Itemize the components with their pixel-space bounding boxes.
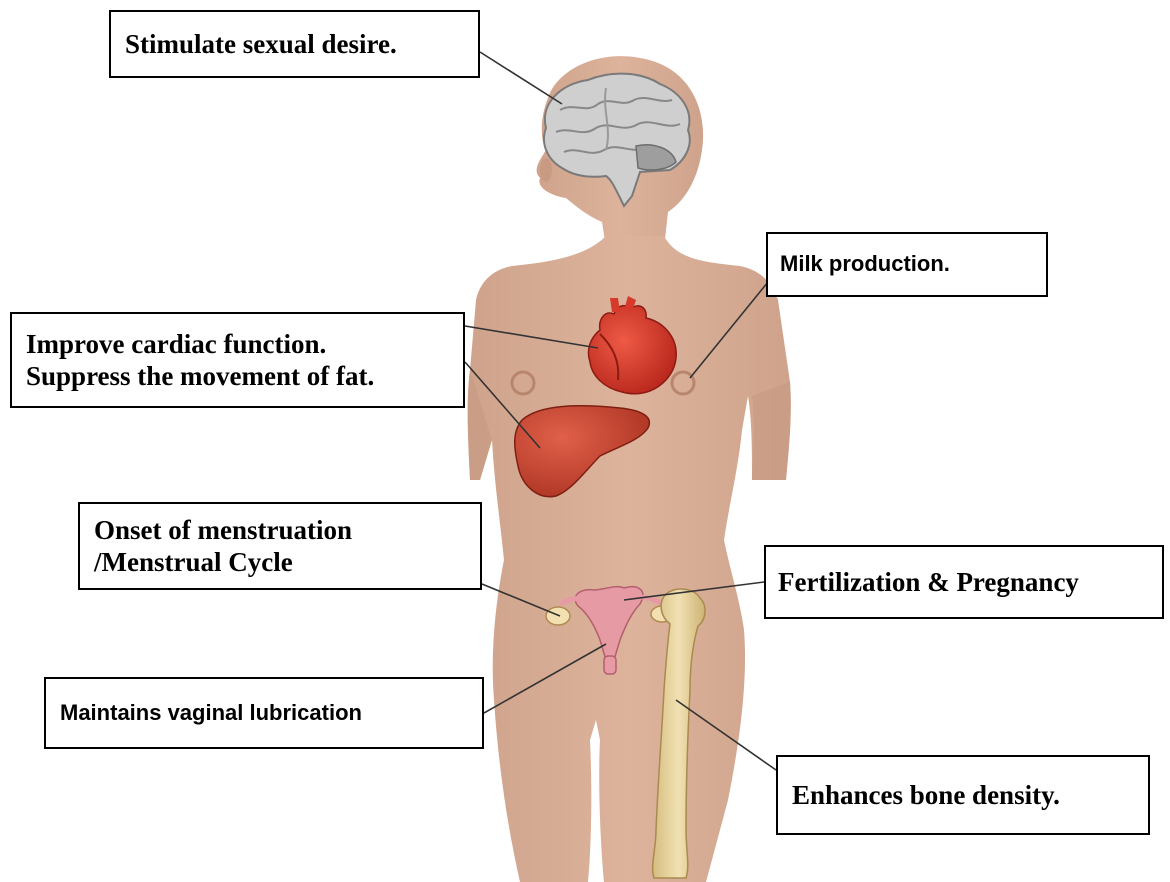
label-ovary-line1: Onset of menstruation <box>94 514 352 546</box>
label-ovary: Onset of menstruation /Menstrual Cycle <box>78 502 482 590</box>
cervix-shape <box>604 656 616 674</box>
label-ovary-line2: /Menstrual Cycle <box>94 546 293 578</box>
label-uterus-text: Fertilization & Pregnancy <box>778 566 1079 598</box>
label-heart-line2: Suppress the movement of fat. <box>26 360 374 392</box>
label-vagina-text: Maintains vaginal lubrication <box>60 700 362 726</box>
label-heart: Improve cardiac function. Suppress the m… <box>10 312 465 408</box>
label-brain-text: Stimulate sexual desire. <box>125 28 397 60</box>
label-vagina: Maintains vaginal lubrication <box>44 677 484 749</box>
label-breast: Milk production. <box>766 232 1048 297</box>
label-heart-line1: Improve cardiac function. <box>26 328 326 360</box>
label-bone: Enhances bone density. <box>776 755 1150 835</box>
leader-line-brain <box>480 52 562 104</box>
label-uterus: Fertilization & Pregnancy <box>764 545 1164 619</box>
label-bone-text: Enhances bone density. <box>792 779 1060 811</box>
label-breast-text: Milk production. <box>780 251 950 277</box>
label-brain: Stimulate sexual desire. <box>109 10 480 78</box>
